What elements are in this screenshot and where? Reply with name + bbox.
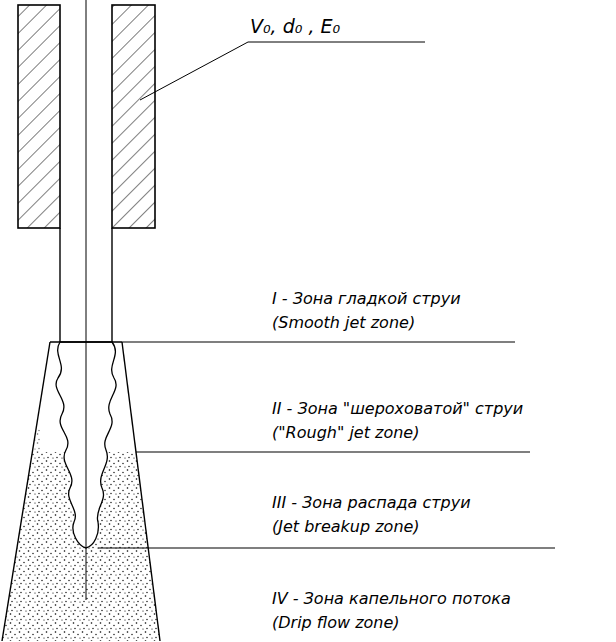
zone-label-en: ("Rough" jet zone)	[272, 424, 419, 442]
parameter-label: V₀, d₀ , E₀	[250, 16, 340, 37]
zone-label-en: (Jet breakup zone)	[272, 518, 420, 536]
zone-label: III - Зона распада струи	[272, 494, 471, 512]
axis-line	[86, 0, 87, 600]
zone-label-en: (Smooth jet zone)	[272, 314, 415, 332]
zone-label-en: (Drip flow zone)	[272, 614, 400, 632]
leader-line	[140, 42, 425, 100]
zone-boundary	[98, 342, 555, 548]
zone-label: IV - Зона капельного потока	[272, 590, 511, 608]
spray-cone	[2, 342, 160, 641]
zone-label: II - Зона "шероховатой" струи	[272, 400, 523, 418]
zone-label: I - Зона гладкой струи	[272, 290, 461, 308]
